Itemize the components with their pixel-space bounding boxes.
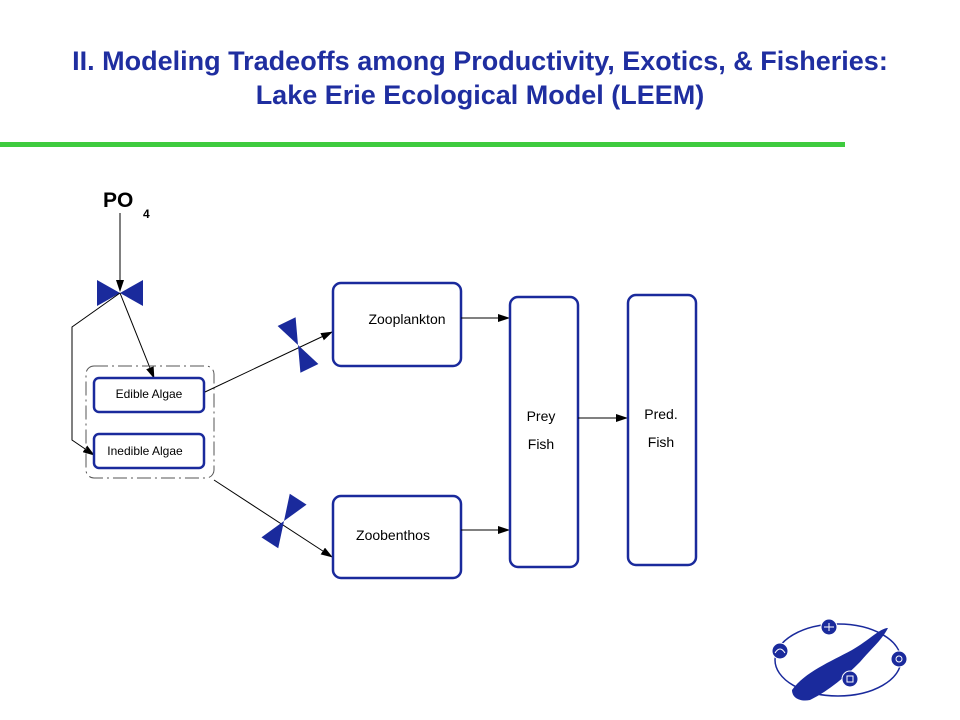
zooplankton-label: Zooplankton — [368, 311, 445, 327]
arrow-to-inedible-algae — [71, 292, 121, 456]
prey-fish-box — [508, 295, 580, 569]
valve-icon — [261, 493, 307, 549]
title-line-2: Lake Erie Ecological Model (LEEM) — [255, 80, 705, 110]
valve-icon — [97, 280, 143, 306]
zooplankton-box — [331, 281, 463, 368]
arrow-to-zoobenthos — [213, 479, 333, 558]
lake-erie-logo-icon — [771, 618, 908, 701]
algae-group-border — [85, 365, 215, 479]
pred-fish-label-line2: Fish — [648, 434, 674, 450]
pred-fish-label-line1: Pred. — [644, 406, 677, 422]
po4-subscript: 4 — [143, 207, 150, 221]
title-divider — [0, 142, 845, 147]
valve-icon — [277, 317, 319, 373]
prey-fish-label-line1: Prey — [527, 408, 556, 424]
po4-label: PO — [103, 189, 133, 212]
inedible-algae-label: Inedible Algae — [107, 444, 183, 458]
zoobenthos-label: Zoobenthos — [356, 527, 430, 543]
zoobenthos-box — [331, 494, 463, 580]
inedible-algae-box — [92, 432, 206, 470]
title-line-1: II. Modeling Tradeoffs among Productivit… — [72, 46, 888, 76]
edible-algae-box — [92, 376, 206, 414]
page-title: II. Modeling Tradeoffs among Productivit… — [0, 44, 960, 112]
arrow-to-edible-algae — [119, 292, 155, 379]
edible-algae-label: Edible Algae — [116, 387, 183, 401]
arrow-to-zooplankton — [204, 331, 333, 393]
pred-fish-box — [626, 293, 698, 567]
prey-fish-label-line2: Fish — [528, 436, 554, 452]
